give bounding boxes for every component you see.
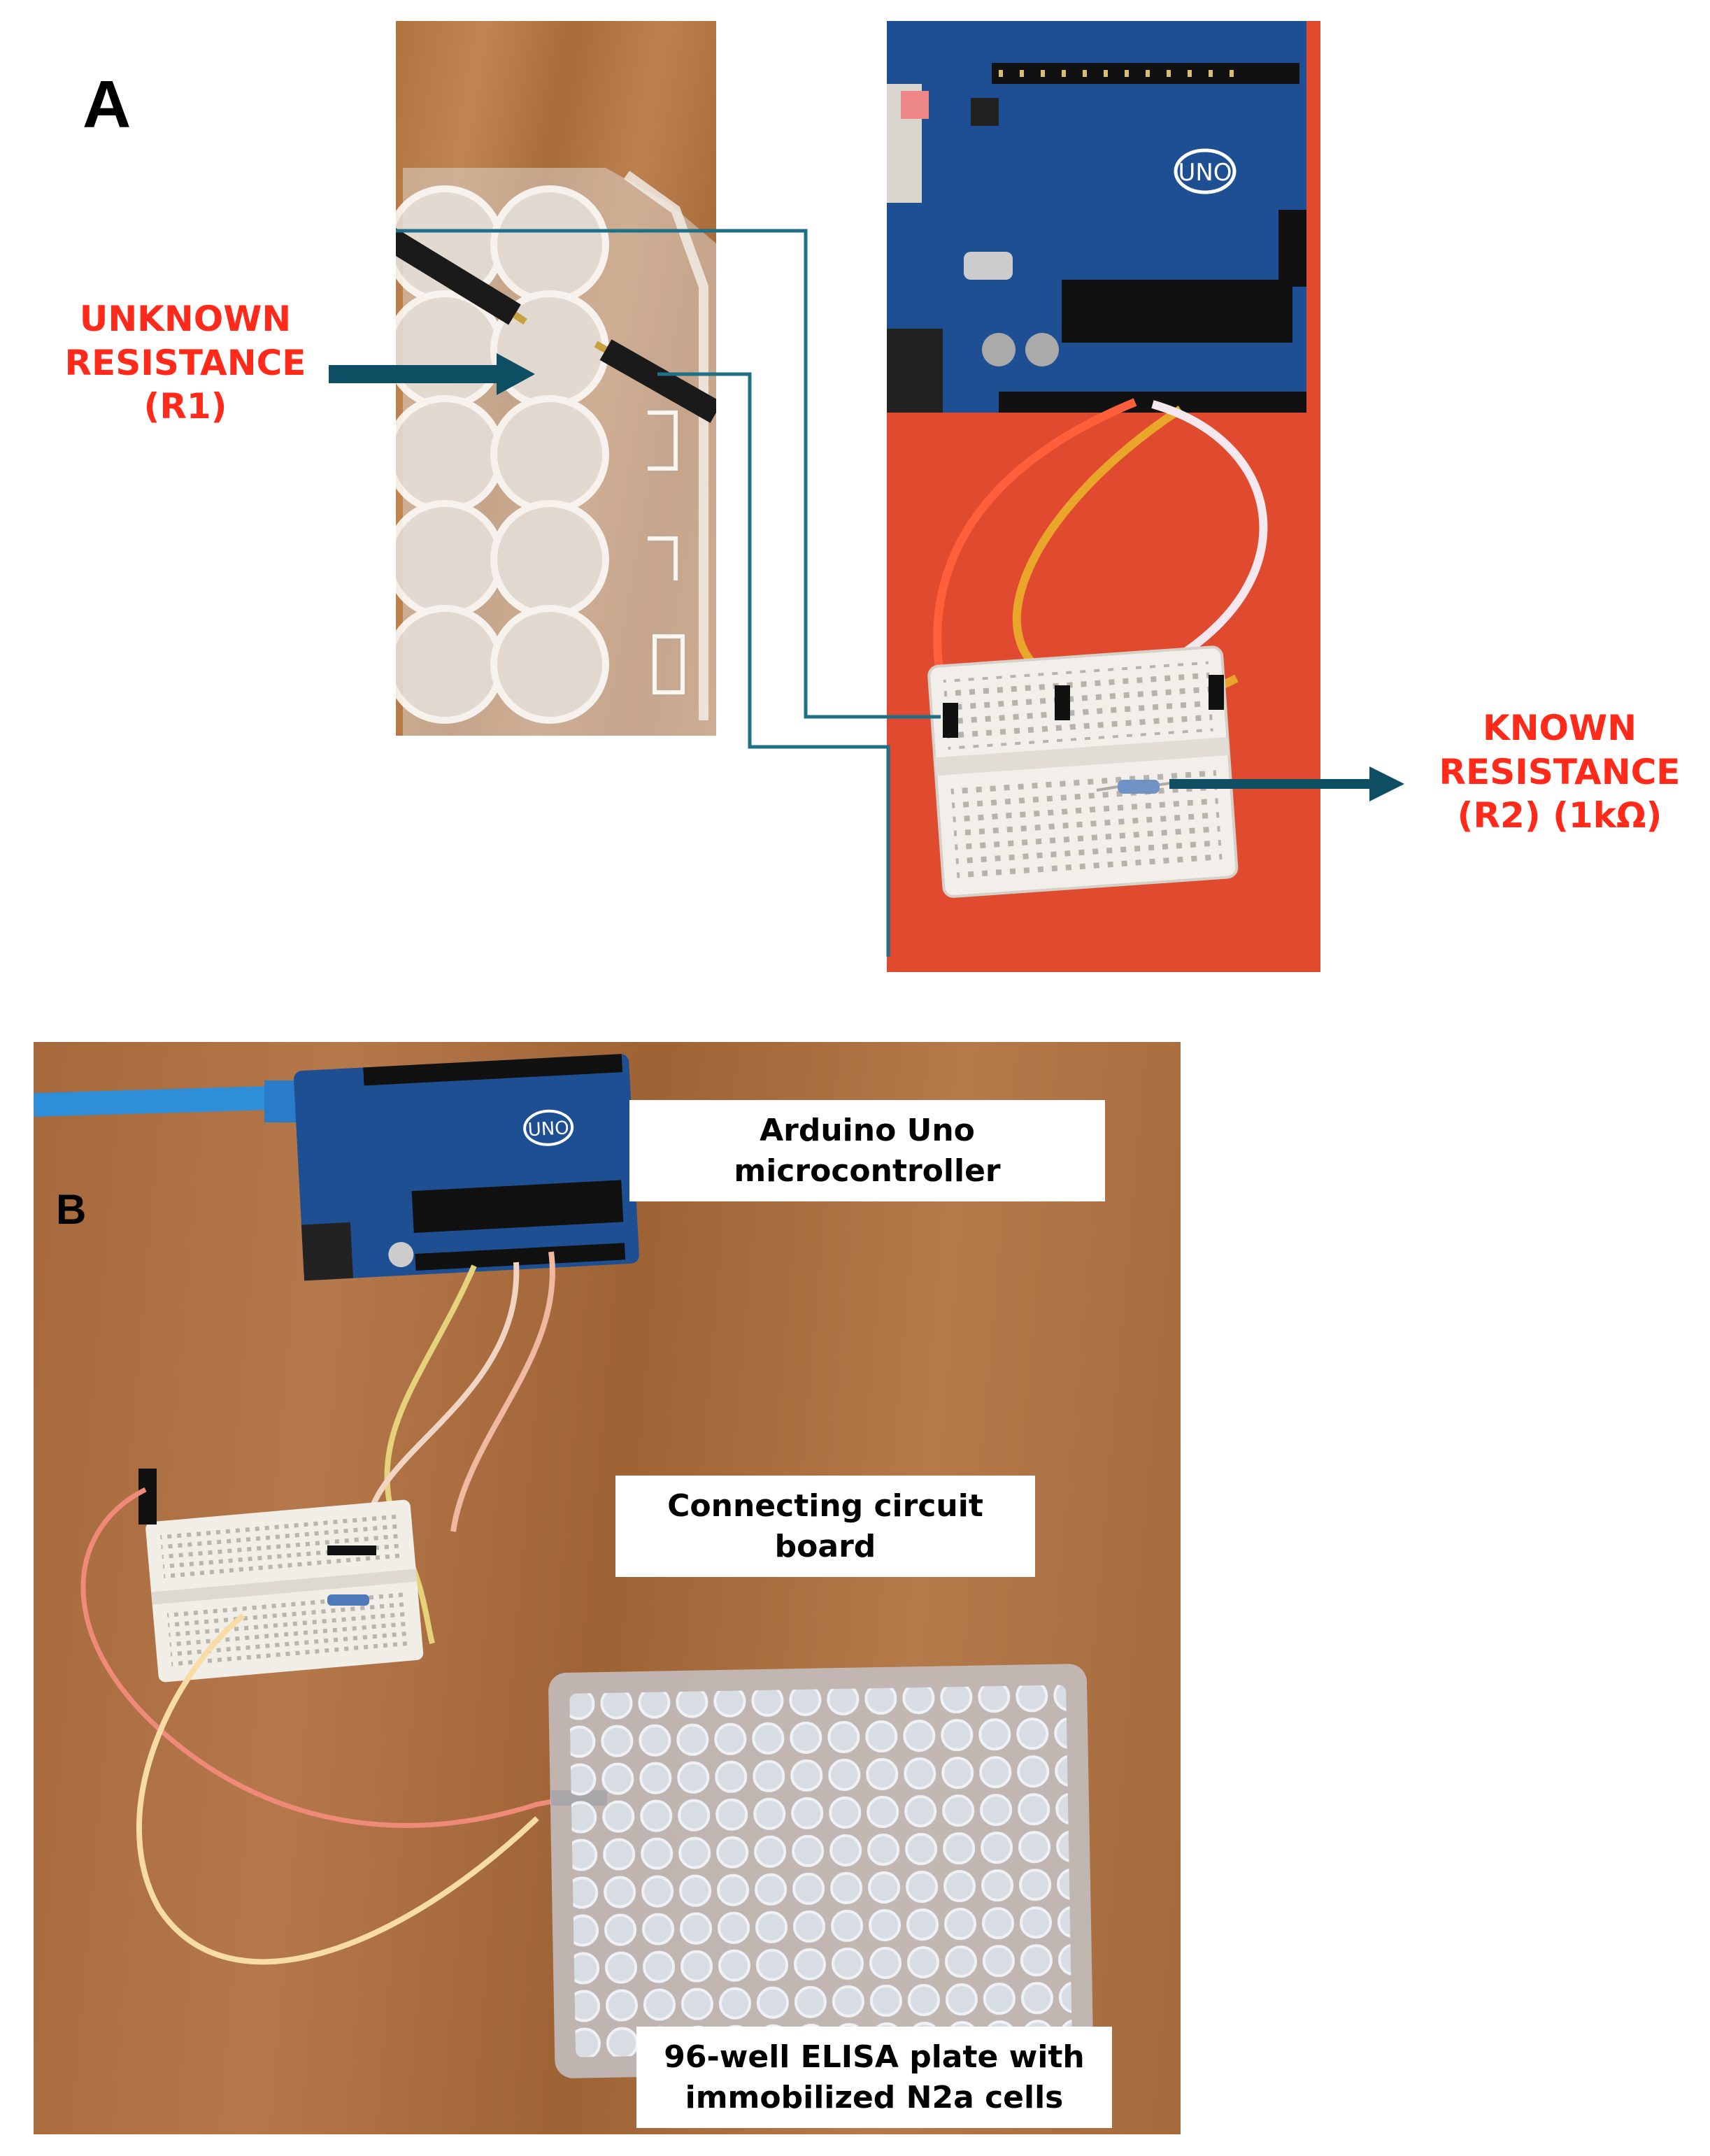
known-resistance-arrow <box>1169 766 1404 801</box>
circuit-label-box: Connecting circuit board <box>615 1476 1035 1577</box>
board-logo-b: UNO <box>527 1118 569 1141</box>
circuit-label-line-2: board <box>774 1528 876 1564</box>
unknown-label-line-2: RESISTANCE <box>64 342 306 383</box>
known-resistance-label: KNOWN RESISTANCE (R2) (1kΩ) <box>1420 706 1700 838</box>
setup-photo: UNO <box>34 1042 1181 2134</box>
plate-label-line-1: 96-well ELISA plate with <box>664 2039 1085 2076</box>
unknown-resistance-label: UNKNOWN RESISTANCE (R1) <box>56 297 315 429</box>
known-label-line-1: KNOWN <box>1482 708 1637 748</box>
panel-b-letter: B <box>56 1186 87 1233</box>
unknown-label-line-3: (R1) <box>143 386 227 427</box>
well-strip-photo <box>396 21 716 736</box>
arduino-label-line-2: microcontroller <box>734 1152 1001 1189</box>
circuit-label-line-1: Connecting circuit <box>667 1488 983 1525</box>
known-label-line-2: RESISTANCE <box>1439 751 1681 792</box>
unknown-resistance-arrow <box>329 353 535 395</box>
panel-a-letter: A <box>83 67 131 142</box>
connection-lines <box>396 229 941 957</box>
arduino-label-box: Arduino Uno microcontroller <box>629 1100 1105 1201</box>
arduino-breadboard-photo: UNO <box>887 21 1320 972</box>
unknown-label-line-1: UNKNOWN <box>79 299 292 339</box>
arduino-label-line-1: Arduino Uno <box>760 1113 975 1149</box>
plate-label-box: 96-well ELISA plate with immobilized N2a… <box>636 2027 1112 2128</box>
plate-label-line-2: immobilized N2a cells <box>685 2079 1064 2115</box>
board-logo-a: UNO <box>1178 159 1232 187</box>
known-label-line-3: (R2) (1kΩ) <box>1457 795 1662 836</box>
